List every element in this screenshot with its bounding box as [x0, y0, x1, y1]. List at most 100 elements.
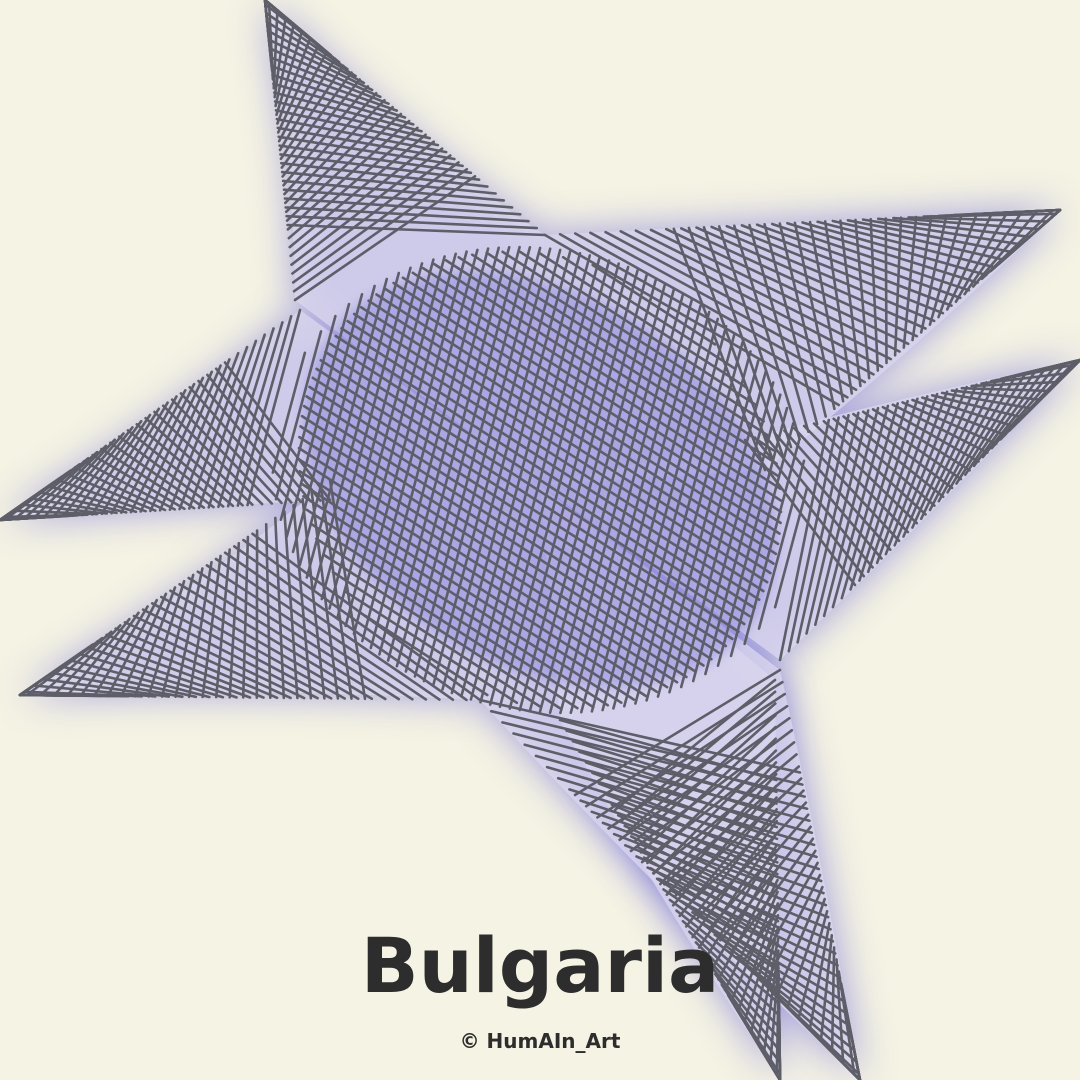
string-line	[816, 220, 997, 269]
string-line	[278, 144, 473, 175]
string-line	[38, 630, 113, 697]
hatch-line	[413, 246, 532, 678]
string-line	[120, 592, 168, 698]
string-line	[675, 909, 781, 994]
hatch-line	[383, 287, 780, 546]
string-line	[830, 946, 836, 1054]
hatch-line	[352, 252, 458, 636]
string-line	[512, 732, 809, 811]
string-line	[871, 408, 972, 472]
string-line	[279, 161, 489, 188]
string-line	[174, 567, 204, 699]
hatch-line	[457, 255, 778, 466]
string-line	[846, 219, 1014, 254]
string-line	[972, 366, 1047, 468]
string-line	[1069, 358, 1080, 371]
string-line	[20, 503, 109, 515]
hatch-line	[459, 252, 582, 698]
string-line	[290, 147, 444, 267]
hatch-line	[298, 284, 376, 567]
string-line	[963, 210, 1024, 296]
string-line	[604, 230, 875, 376]
string-line	[543, 233, 841, 407]
string-line	[749, 925, 780, 1034]
hatch-line	[691, 381, 775, 683]
string-line	[263, 0, 275, 9]
string-line	[808, 921, 831, 1031]
string-line	[71, 419, 143, 517]
string-line	[207, 333, 267, 509]
string-line	[291, 154, 452, 275]
string-line	[280, 170, 497, 195]
hatch-line	[422, 246, 542, 683]
string-line	[160, 573, 195, 698]
hatch-line	[773, 486, 809, 609]
string-line	[763, 223, 819, 426]
string-line	[911, 383, 978, 529]
string-line	[286, 223, 547, 237]
string-line	[223, 551, 441, 701]
hatch-line	[302, 494, 623, 705]
string-line	[822, 406, 880, 618]
string-line	[267, 38, 374, 92]
hatch-line	[501, 250, 766, 423]
hatch-line	[622, 324, 728, 708]
string-line	[884, 217, 888, 365]
string-line	[805, 411, 860, 635]
string-line	[291, 161, 460, 284]
string-line	[876, 217, 1031, 239]
string-line	[881, 405, 980, 463]
string-line	[919, 214, 948, 334]
string-line	[283, 197, 522, 216]
string-line	[732, 224, 802, 441]
string-line	[565, 729, 778, 794]
string-line	[272, 91, 423, 133]
string-line	[937, 376, 1008, 503]
string-line	[280, 71, 353, 169]
string-line	[591, 771, 779, 841]
string-line	[110, 395, 178, 515]
string-line	[954, 211, 1009, 304]
hatch-line	[508, 265, 630, 710]
string-line	[819, 933, 834, 1043]
string-line	[478, 698, 802, 774]
string-line	[293, 175, 477, 302]
string-line	[633, 713, 777, 844]
hatch-line	[548, 282, 667, 715]
hatch-line	[274, 330, 323, 501]
hatch-line	[559, 287, 676, 715]
string-line	[665, 772, 778, 897]
string-line	[59, 665, 198, 699]
hatch-line	[569, 292, 685, 715]
string-line	[573, 232, 858, 392]
string-line	[273, 100, 432, 140]
string-line	[902, 385, 969, 538]
artwork-title: Bulgaria	[360, 921, 720, 1010]
hatch-line	[601, 310, 711, 712]
string-line	[813, 409, 870, 627]
string-line	[642, 856, 780, 935]
string-line	[217, 327, 275, 509]
string-line	[725, 224, 945, 315]
hatch-line	[679, 369, 768, 689]
string-line	[265, 20, 357, 78]
string-line	[100, 447, 196, 510]
string-line	[268, 47, 382, 99]
string-line	[197, 339, 258, 510]
string-line	[68, 658, 211, 699]
string-line	[284, 206, 530, 223]
string-line	[646, 737, 778, 865]
hatch-line	[538, 277, 658, 714]
hatch-line	[360, 250, 468, 643]
hatch-line	[369, 248, 479, 650]
string-line	[573, 668, 782, 797]
string-line	[178, 351, 240, 511]
string-line	[778, 222, 828, 418]
hatch-line	[340, 327, 761, 602]
string-line	[610, 803, 779, 876]
string-line	[273, 516, 286, 700]
string-line	[301, 497, 326, 700]
string-line	[187, 560, 213, 699]
string-line	[169, 589, 360, 701]
